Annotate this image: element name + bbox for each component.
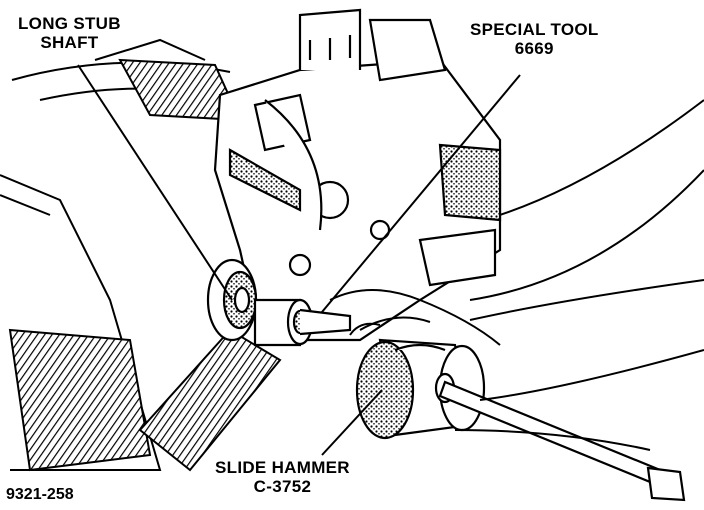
figure-id: 9321-258 (6, 486, 74, 503)
special-tool-adapter (253, 298, 352, 347)
hands (329, 279, 704, 451)
transaxle-housing (213, 8, 502, 342)
slide-hammer-line-2: C-3752 (253, 477, 312, 496)
slide-hammer-line-1: SLIDE HAMMER (215, 458, 350, 477)
slide-hammer-label: SLIDE HAMMER C-3752 (215, 458, 350, 496)
long-stub-shaft-line-1: LONG STUB (18, 14, 121, 33)
leader-lines (77, 64, 521, 456)
special-tool-label: SPECIAL TOOL 6669 (470, 20, 599, 58)
long-stub-shaft-line-2: SHAFT (40, 33, 99, 52)
long-stub-shaft-label: LONG STUB SHAFT (18, 14, 121, 52)
slide-hammer (355, 338, 686, 502)
special-tool-line-2: 6669 (514, 39, 554, 58)
special-tool-line-1: SPECIAL TOOL (470, 20, 599, 39)
